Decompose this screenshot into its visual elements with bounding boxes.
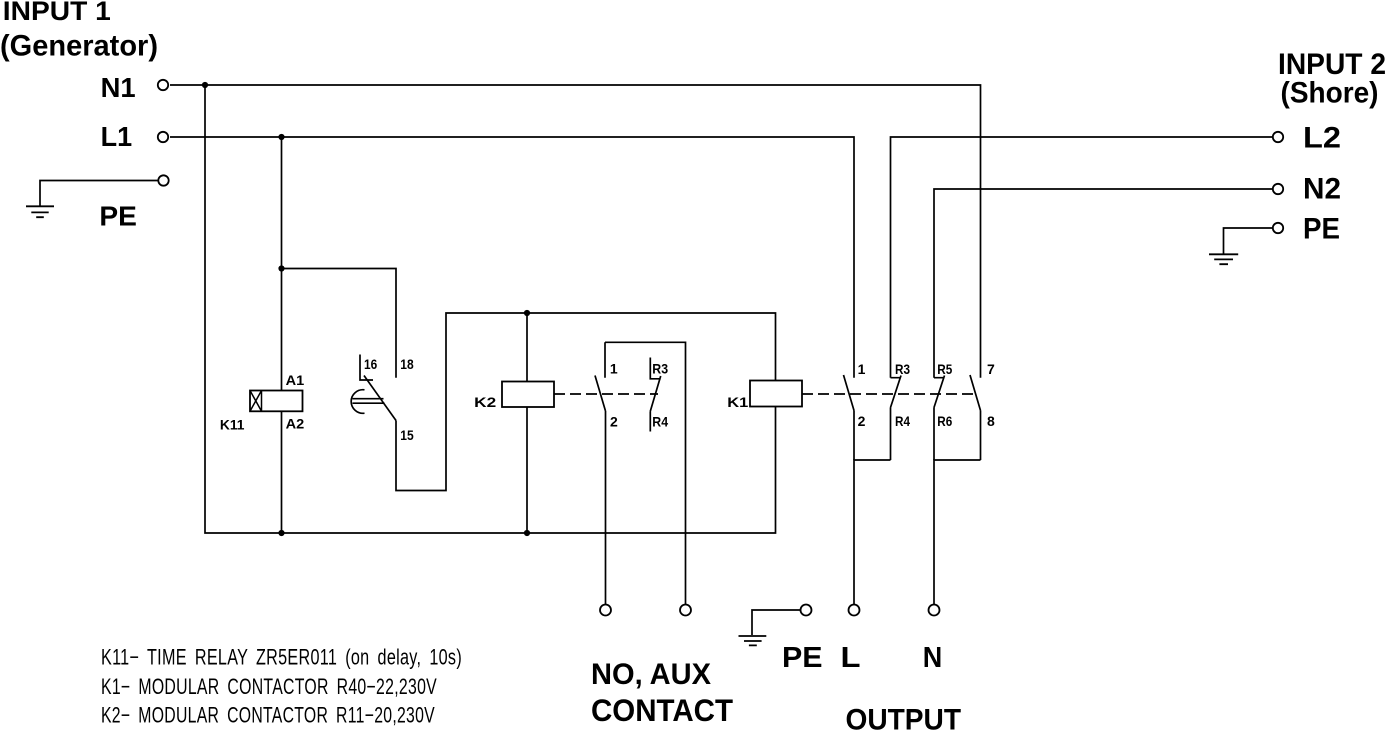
- svg-text:INPUT 2: INPUT 2: [1278, 48, 1386, 81]
- svg-text:K1− MODULAR CONTACTOR R40−22,2: K1− MODULAR CONTACTOR R40−22,230V: [101, 674, 437, 699]
- svg-text:INPUT 1: INPUT 1: [3, 0, 111, 26]
- svg-text:K1: K1: [727, 394, 748, 410]
- svg-text:K2− MODULAR CONTACTOR R11−20,2: K2− MODULAR CONTACTOR R11−20,230V: [101, 703, 435, 728]
- svg-text:CONTACT: CONTACT: [591, 692, 733, 728]
- svg-text:R3: R3: [895, 361, 910, 377]
- svg-text:PE: PE: [1303, 212, 1340, 245]
- svg-text:N2: N2: [1303, 172, 1341, 205]
- svg-text:R6: R6: [937, 413, 952, 429]
- svg-text:1: 1: [610, 361, 618, 377]
- svg-text:K11: K11: [220, 417, 245, 433]
- svg-text:7: 7: [987, 361, 995, 377]
- svg-text:R4: R4: [895, 413, 910, 429]
- svg-text:K11− TIME RELAY ZR5ER011 (on d: K11− TIME RELAY ZR5ER011 (on delay, 10s): [101, 644, 462, 669]
- svg-text:R4: R4: [652, 414, 668, 430]
- svg-text:(Shore): (Shore): [1281, 77, 1379, 110]
- svg-text:2: 2: [610, 414, 618, 430]
- svg-text:N: N: [923, 642, 943, 674]
- svg-text:PE: PE: [99, 200, 136, 231]
- svg-text:N1: N1: [101, 72, 136, 103]
- svg-text:R5: R5: [937, 361, 952, 377]
- svg-text:(Generator): (Generator): [0, 29, 158, 61]
- svg-text:16: 16: [364, 356, 377, 372]
- svg-text:2: 2: [858, 413, 866, 429]
- svg-text:PE: PE: [782, 642, 823, 674]
- svg-text:18: 18: [400, 356, 414, 372]
- svg-text:1: 1: [858, 361, 866, 377]
- svg-text:L2: L2: [1303, 121, 1341, 154]
- svg-text:15: 15: [400, 427, 414, 443]
- svg-text:K2: K2: [474, 394, 496, 410]
- svg-text:L1: L1: [101, 121, 133, 152]
- svg-text:NO, AUX: NO, AUX: [591, 658, 711, 691]
- svg-text:A2: A2: [286, 416, 305, 432]
- svg-text:L: L: [841, 642, 861, 674]
- svg-text:8: 8: [987, 413, 995, 429]
- svg-text:R3: R3: [652, 361, 668, 377]
- svg-text:OUTPUT: OUTPUT: [846, 704, 962, 730]
- svg-text:A1: A1: [286, 372, 305, 388]
